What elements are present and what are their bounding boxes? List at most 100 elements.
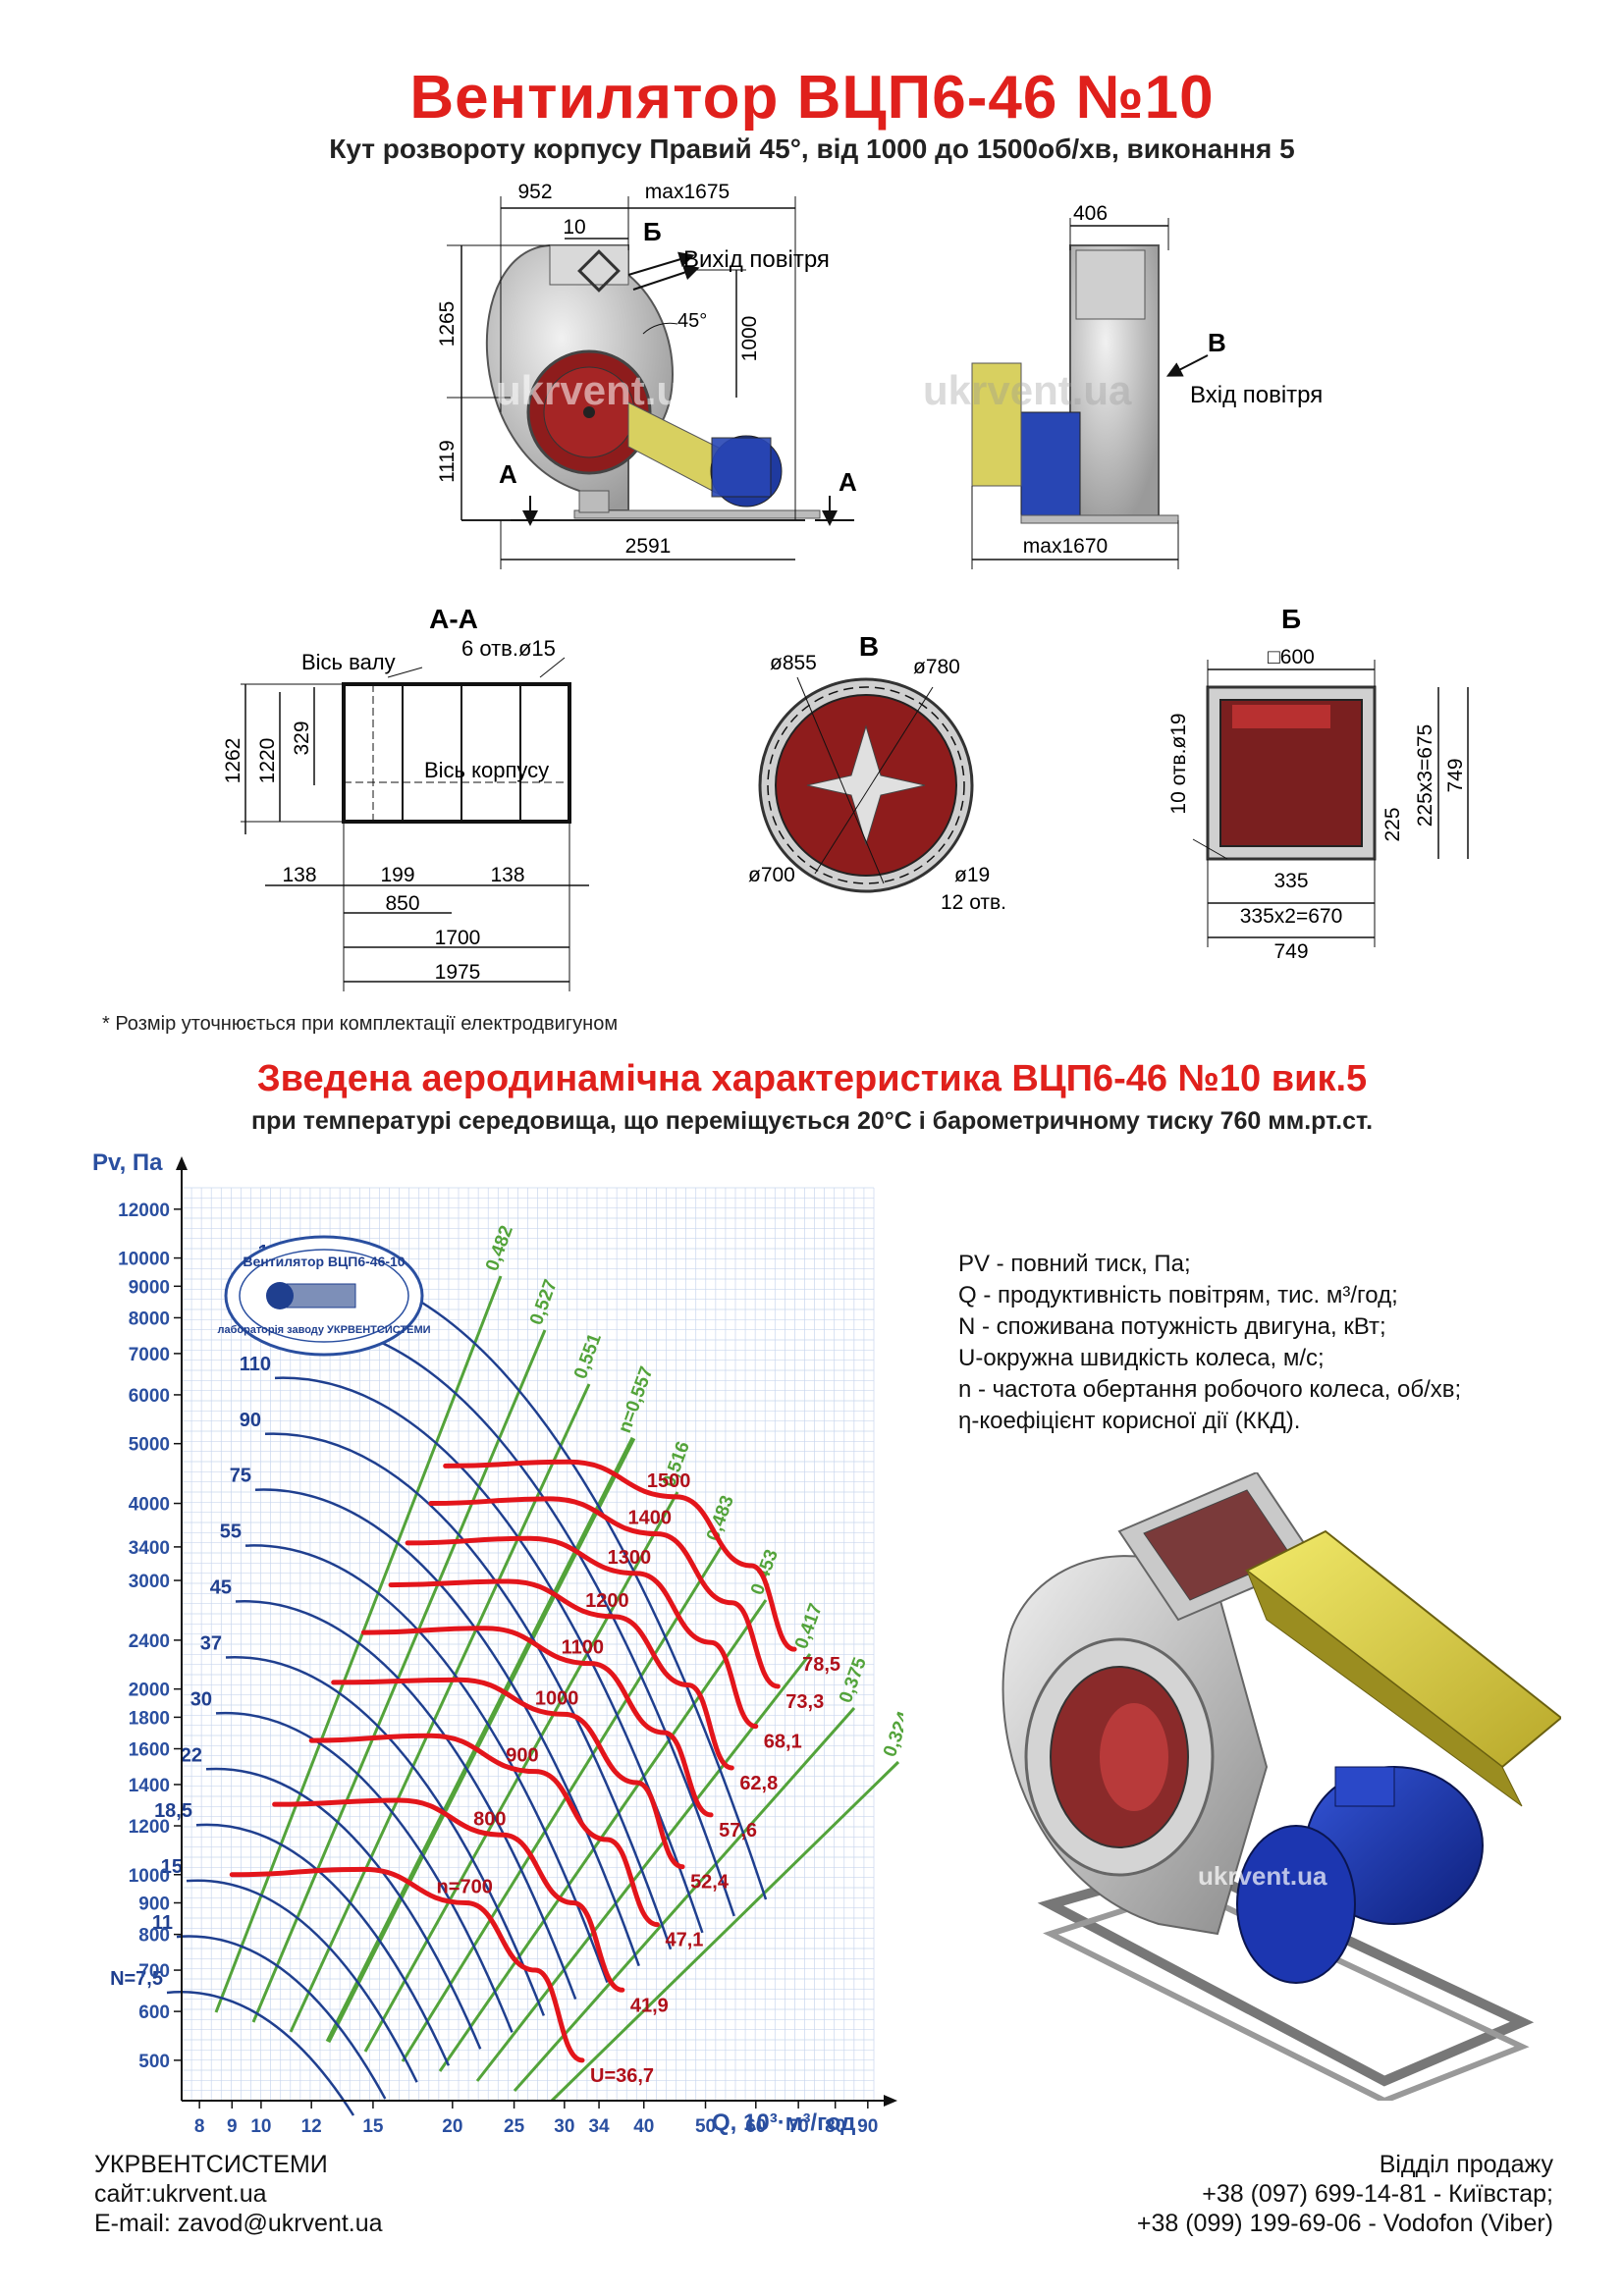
legend-n: N - споживана потужність двигуна, кВт; <box>958 1313 1386 1340</box>
section-aa-title: А-А <box>429 604 478 634</box>
dim-850: 850 <box>385 892 419 915</box>
dim-d700: ø700 <box>748 864 795 886</box>
power-label: N=7,5 <box>110 1968 163 1990</box>
speed-label: 1500 <box>647 1470 691 1492</box>
x-tick-label: 9 <box>227 2116 238 2137</box>
footer-company: УКРВЕНТСИСТЕМИ <box>94 2151 328 2178</box>
label-casing-axis: Вісь корпусу <box>424 758 549 782</box>
y-tick-label: 3400 <box>129 1538 170 1559</box>
x-axis-arrow <box>884 2095 897 2107</box>
view-v-drawing: В ø855 ø780 ø700 ø19 12 отв. <box>748 631 1006 914</box>
y-tick-label: 500 <box>138 2052 170 2072</box>
dim-sq600: □600 <box>1268 646 1315 668</box>
speed-label: 900 <box>506 1745 538 1767</box>
power-label: 110 <box>240 1354 271 1375</box>
u-speed-label: 73,3 <box>785 1691 824 1713</box>
y-tick-label: 1200 <box>129 1817 170 1838</box>
y-tick-label: 12000 <box>118 1201 170 1221</box>
power-label: 37 <box>200 1632 222 1654</box>
x-tick-label: 80 <box>825 2116 845 2137</box>
dim-749-vertical: 749 <box>1444 758 1467 792</box>
y-tick-label: 7000 <box>129 1345 170 1365</box>
label-inlet: Вхід повітря <box>1190 382 1323 408</box>
dim-1119: 1119 <box>436 440 459 483</box>
x-tick-label: 10 <box>250 2116 271 2137</box>
dim-199: 199 <box>380 864 414 886</box>
u-speed-label: 62,8 <box>739 1773 778 1794</box>
legend-u: U-окружна швидкість колеса, м/с; <box>958 1345 1325 1371</box>
u-speed-label: U=36,7 <box>590 2065 654 2087</box>
power-label: 22 <box>181 1744 202 1766</box>
efficiency-label: 0,375 <box>836 1654 871 1705</box>
y-axis-title: Pv, Па <box>92 1149 163 1176</box>
x-tick-label: 15 <box>362 2116 384 2137</box>
power-label: 30 <box>190 1688 212 1710</box>
u-speed-label: 68,1 <box>764 1732 802 1753</box>
dim-10-holes: 10 отв.ø19 <box>1167 713 1190 814</box>
speed-label: n=700 <box>437 1876 493 1897</box>
logo-impeller-icon <box>266 1282 294 1309</box>
logo-fan-icon <box>286 1283 356 1308</box>
aerodynamic-chart: 0,4820,5270,551n=0,5570,5160,4830,4530,4… <box>92 1149 903 2137</box>
footer-site[interactable]: сайт:ukrvent.ua <box>94 2180 267 2208</box>
speed-curve <box>428 1496 781 1689</box>
power-curve <box>186 1879 418 2083</box>
dim-329: 329 <box>291 721 313 755</box>
power-label: 90 <box>240 1410 261 1431</box>
footer-sales: Відділ продажу <box>1379 2151 1553 2178</box>
chart-grid <box>181 1187 875 2102</box>
x-tick-label: 34 <box>588 2116 610 2137</box>
power-curve <box>264 1432 673 1950</box>
power-label: 15 <box>161 1856 183 1878</box>
power-curve <box>195 1823 451 2066</box>
speed-label: 1000 <box>535 1687 579 1709</box>
power-label: 18,5 <box>154 1800 192 1822</box>
speed-curve <box>272 1797 625 1993</box>
x-tick-label: 25 <box>504 2116 525 2137</box>
power-curve <box>244 1544 609 1984</box>
y-tick-label: 2000 <box>129 1681 170 1701</box>
technical-drawings: 952 max1675 10 1265 1119 1000 2591 45° Б… <box>222 181 1469 991</box>
page-subtitle: Кут розвороту корпусу Правий 45°, від 10… <box>329 133 1295 164</box>
speed-curves: n=700U=36,780041,990047,1100052,4110057,… <box>229 1459 840 2087</box>
speed-label: 1400 <box>627 1508 672 1529</box>
label-shaft-axis: Вісь валу <box>301 650 396 674</box>
footer-phone-1[interactable]: +38 (097) 699-14-81 - Київстар; <box>1202 2180 1553 2208</box>
speed-curve <box>331 1677 685 1870</box>
power-curve <box>215 1711 514 2033</box>
speed-curve <box>405 1535 759 1730</box>
y-tick-label: 1800 <box>129 1708 170 1729</box>
speed-label: 1100 <box>562 1637 604 1659</box>
logo-bottom-text: лабораторія заводу УКРВЕНТСИСТЕМИ <box>217 1324 430 1336</box>
y-tick-label: 1000 <box>129 1866 170 1887</box>
efficiency-label: 0,551 <box>570 1330 606 1381</box>
speed-label: 1300 <box>608 1547 652 1569</box>
x-tick-label: 60 <box>745 2116 766 2137</box>
power-curve <box>225 1656 546 2016</box>
u-speed-label: 57,6 <box>719 1820 757 1842</box>
efficiency-label: 0,324 <box>880 1708 903 1759</box>
page-title: Вентилятор ВЦП6-46 №10 <box>409 64 1215 132</box>
dim-1265: 1265 <box>436 301 459 347</box>
dim-12-holes: 12 отв. <box>941 891 1006 914</box>
legend: PV - повний тиск, Па; Q - продуктивність… <box>958 1249 1461 1437</box>
footer-phone-2[interactable]: +38 (099) 199-69-06 - Vodofon (Viber) <box>1136 2210 1553 2237</box>
footer-email[interactable]: E-mail: zavod@ukrvent.ua <box>94 2210 383 2237</box>
y-tick-label: 1400 <box>129 1776 170 1796</box>
chart-section-title: Зведена аеродинамічна характеристика ВЦП… <box>256 1058 1368 1099</box>
u-speed-label: 52,4 <box>690 1872 730 1894</box>
label-6-holes: 6 отв.ø15 <box>461 636 556 661</box>
view-b-title: Б <box>1281 604 1301 634</box>
lab-logo: Вентилятор ВЦП6-46-10 лабораторія заводу… <box>217 1235 431 1357</box>
power-label: 45 <box>210 1577 232 1599</box>
efficiency-line <box>513 1707 856 2092</box>
y-tick-label: 9000 <box>129 1277 170 1298</box>
watermark-render: ukrvent.ua <box>1198 1861 1327 1891</box>
section-aa-drawing: А-А Вісь валу 6 отв.ø15 Вісь корпусу 126… <box>222 604 589 991</box>
x-tick-label: 30 <box>554 2116 574 2137</box>
x-tick-label: 12 <box>301 2116 322 2137</box>
y-tick-label: 4000 <box>129 1495 170 1516</box>
dim-952: 952 <box>517 181 552 203</box>
dim-406: 406 <box>1073 202 1108 225</box>
y-tick-label: 800 <box>138 1926 170 1947</box>
